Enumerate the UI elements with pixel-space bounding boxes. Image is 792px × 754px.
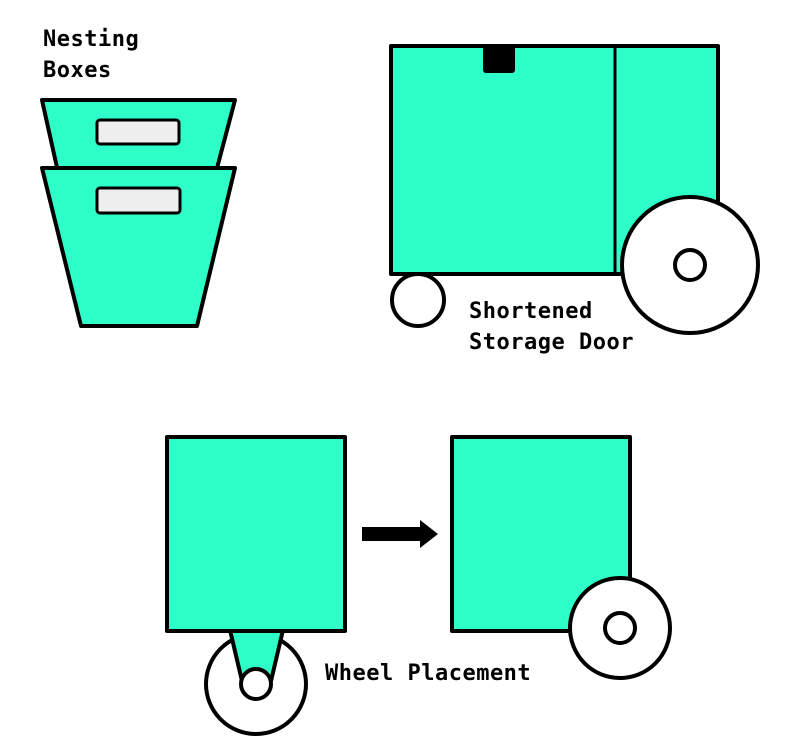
nesting-boxes-label: Nesting Boxes (43, 24, 139, 86)
nesting-boxes-group (40, 98, 237, 328)
side-wheel-hub (603, 611, 637, 645)
storage-label-line1: Shortened (469, 299, 593, 324)
small-wheel-icon (390, 272, 446, 328)
nesting-box-back-handle (95, 118, 181, 146)
cart-box-before (165, 435, 347, 633)
nesting-box-front (40, 166, 237, 328)
storage-cart-group (389, 44, 760, 335)
latch-icon (483, 46, 515, 73)
wheel-placement-before (165, 435, 347, 736)
caster-wheel-hub (239, 667, 273, 701)
wheel-placement-after (450, 435, 672, 680)
storage-label-line2: Storage Door (469, 330, 634, 355)
nesting-label-line1: Nesting (43, 27, 140, 52)
wheel-placement-label: Wheel Placement (325, 661, 532, 686)
large-wheel-hub (673, 248, 707, 282)
nesting-label-line2: Boxes (43, 58, 112, 83)
right-arrow-icon (362, 520, 438, 548)
nesting-box-front-handle (95, 186, 182, 215)
cart-box-after (450, 435, 632, 633)
storage-door-label: Shortened Storage Door (469, 296, 634, 358)
